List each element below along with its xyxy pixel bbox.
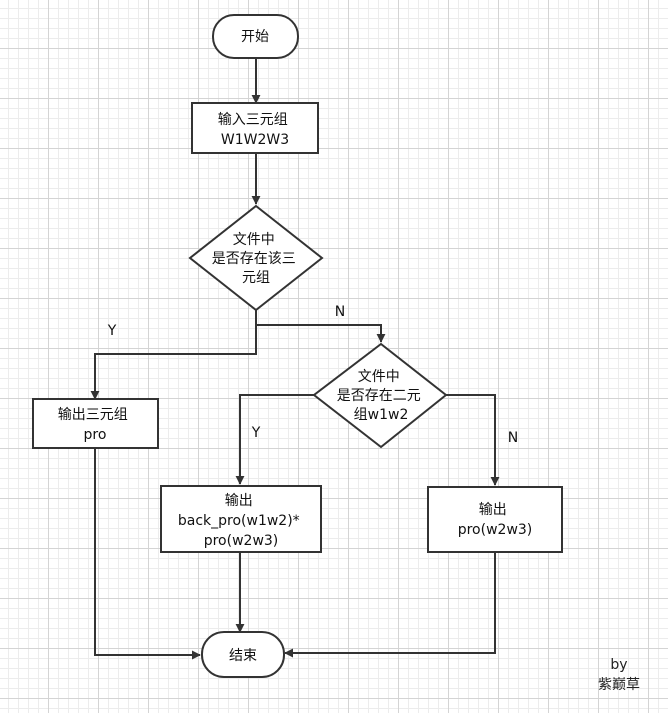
input-label: 输入三元组 W1W2W3 xyxy=(218,112,292,148)
signature-by: by xyxy=(610,657,627,673)
check1-yes-label: Y xyxy=(107,323,117,339)
edge-check1-no xyxy=(256,324,386,343)
check2-decision xyxy=(312,342,448,449)
end-node xyxy=(201,631,285,678)
out3-node xyxy=(427,486,563,553)
out1-node xyxy=(32,398,159,449)
signature-author: 紫巅草 xyxy=(598,677,640,693)
check2-no-label: N xyxy=(508,430,518,446)
edge-check1-yes xyxy=(90,310,257,400)
check1-label: 文件中 是否存在该三 元组 xyxy=(212,232,300,286)
start-label: 开始 xyxy=(241,29,269,45)
edge-check2-yes xyxy=(235,394,314,485)
end-label: 结束 xyxy=(229,648,257,664)
out2-node xyxy=(160,485,322,553)
edge-out1-to-end xyxy=(94,448,201,660)
check2-yes-label: Y xyxy=(251,425,261,441)
out3-label: 输出 pro(w2w3) xyxy=(458,502,533,538)
edge-out3-to-end xyxy=(284,552,496,658)
input-node xyxy=(191,102,319,154)
out2-label: 输出 back_pro(w1w2)* pro(w2w3) xyxy=(178,493,304,549)
start-node xyxy=(212,14,299,59)
check1-no-label: N xyxy=(335,304,345,320)
edge-check2-no xyxy=(446,394,500,486)
check2-label: 文件中 是否存在二元 组w1w2 xyxy=(337,369,425,423)
out1-label: 输出三元组 pro xyxy=(58,407,132,443)
check1-decision xyxy=(188,204,324,312)
